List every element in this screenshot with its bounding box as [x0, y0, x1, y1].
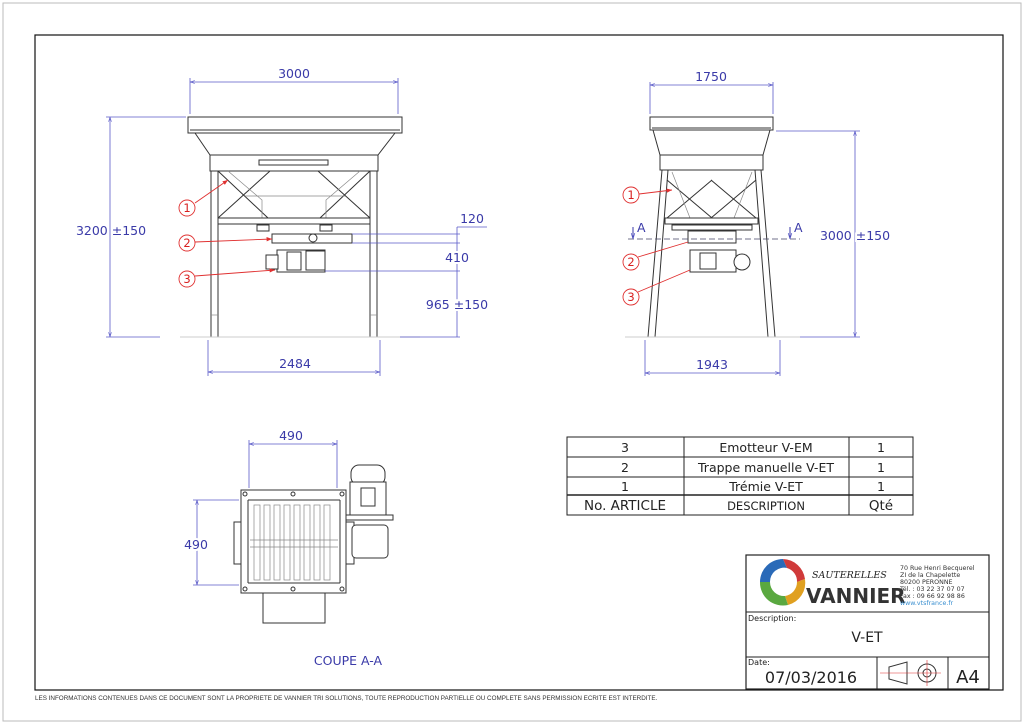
svg-text:70 Rue Henri Becquerel: 70 Rue Henri Becquerel: [900, 565, 975, 572]
bom-header-no: No. ARTICLE: [584, 498, 666, 514]
dim-section-height: 490: [184, 537, 208, 552]
svg-text:SAUTERELLES: SAUTERELLES: [812, 570, 887, 581]
drawing-frame: [34, 34, 1004, 691]
bom-header-description: DESCRIPTION: [727, 499, 805, 513]
dim-width-top: 3000: [278, 66, 310, 81]
dim-height-total: 3000 ±150: [820, 228, 890, 243]
svg-text:Fax : 09 66 92 98 86: Fax : 09 66 92 98 86: [900, 593, 965, 600]
bom-description: Trémie V-ET: [728, 479, 803, 494]
dim-trap-height: 120: [460, 211, 484, 226]
section-title: COUPE A-A: [314, 653, 383, 668]
dim-motor-height: 410: [445, 250, 469, 265]
bom-description: Trappe manuelle V-ET: [697, 460, 834, 475]
svg-text:1: 1: [183, 201, 190, 215]
projection-symbol-icon: [880, 660, 941, 686]
date-value: 07/03/2016: [765, 668, 857, 687]
balloon-2: 2: [178, 234, 273, 252]
bom-qty: 1: [877, 479, 885, 494]
title-block: SAUTERELLES VANNIER 70 Rue Henri Becquer…: [745, 554, 990, 690]
dim-section-width: 490: [279, 428, 303, 443]
dim-ground-clearance: 965 ±150: [426, 297, 488, 312]
date-label: Date:: [748, 658, 770, 667]
dim-width-legs: 2484: [279, 356, 311, 371]
svg-text:3: 3: [183, 272, 190, 286]
section-view: 490 490 COUPE A-A: [182, 428, 394, 668]
svg-text:Tél. : 03 22 37 07 07: Tél. : 03 22 37 07 07: [899, 585, 965, 593]
section-mark-left: A: [633, 220, 646, 239]
website-link: www.vtsfrance.fr: [900, 600, 954, 607]
dim-width-top: 1750: [695, 69, 727, 84]
svg-text:1: 1: [627, 188, 634, 202]
bom-no: 1: [621, 479, 629, 494]
description-label: Description:: [748, 614, 796, 623]
bom-table: 3 Emotteur V-EM 1 2 Trappe manuelle V-ET…: [566, 436, 914, 516]
bom-header-qty: Qté: [869, 498, 893, 514]
bom-qty: 1: [877, 460, 885, 475]
svg-text:80200 PERONNE: 80200 PERONNE: [900, 579, 953, 586]
svg-text:2: 2: [627, 255, 634, 269]
description-value: V-ET: [851, 630, 883, 646]
side-view: A A 1 2 3 1750 3000 ±150 1943: [622, 69, 892, 376]
bom-no: 3: [621, 440, 629, 455]
front-view: 1 2 3 3000 3200 ±150 2484 120 410 965 ±1…: [74, 66, 490, 376]
balloon-1: 1: [622, 186, 673, 204]
balloon-3: 3: [622, 269, 691, 306]
section-mark-right: A: [790, 220, 803, 239]
svg-text:VANNIER: VANNIER: [806, 584, 906, 608]
bom-qty: 1: [877, 440, 885, 455]
dim-width-legs: 1943: [696, 357, 728, 372]
bom-description: Emotteur V-EM: [719, 440, 812, 455]
dim-height-total: 3200 ±150: [76, 223, 146, 238]
svg-text:ZI de la Chapelette: ZI de la Chapelette: [900, 572, 960, 579]
footer-disclaimer: LES INFORMATIONS CONTENUES DANS CE DOCUM…: [35, 695, 658, 702]
svg-text:3: 3: [627, 290, 634, 304]
svg-text:A: A: [637, 220, 646, 235]
sheet-format: A4: [956, 667, 980, 688]
balloon-2: 2: [622, 241, 689, 271]
bom-no: 2: [621, 460, 629, 475]
svg-text:2: 2: [183, 236, 190, 250]
company-logo: SAUTERELLES VANNIER: [759, 559, 906, 608]
balloon-1: 1: [178, 179, 229, 217]
balloon-3: 3: [178, 268, 276, 288]
svg-text:A: A: [794, 220, 803, 235]
